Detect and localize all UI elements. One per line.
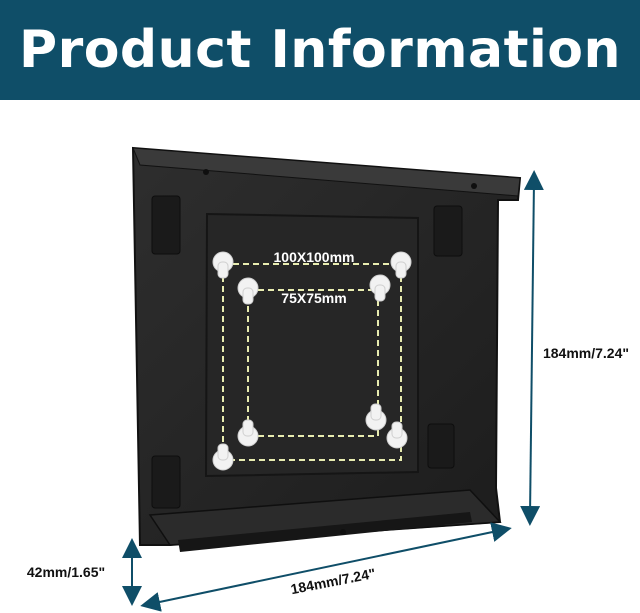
width-label: 184mm/7.24" (289, 565, 377, 597)
height-arrow (520, 170, 544, 526)
width-arrow (140, 522, 512, 612)
title-banner: Product Information (0, 0, 640, 100)
banner-title: Product Information (18, 20, 622, 80)
vesa-small-label: 75X75mm (281, 290, 346, 306)
vesa-large-label: 100X100mm (274, 249, 355, 265)
height-label: 184mm/7.24" (543, 345, 629, 361)
vesa-guides (222, 263, 402, 461)
depth-label: 42mm/1.65" (27, 564, 105, 580)
mounting-plate (131, 146, 522, 552)
keyhole-slots (212, 251, 412, 471)
